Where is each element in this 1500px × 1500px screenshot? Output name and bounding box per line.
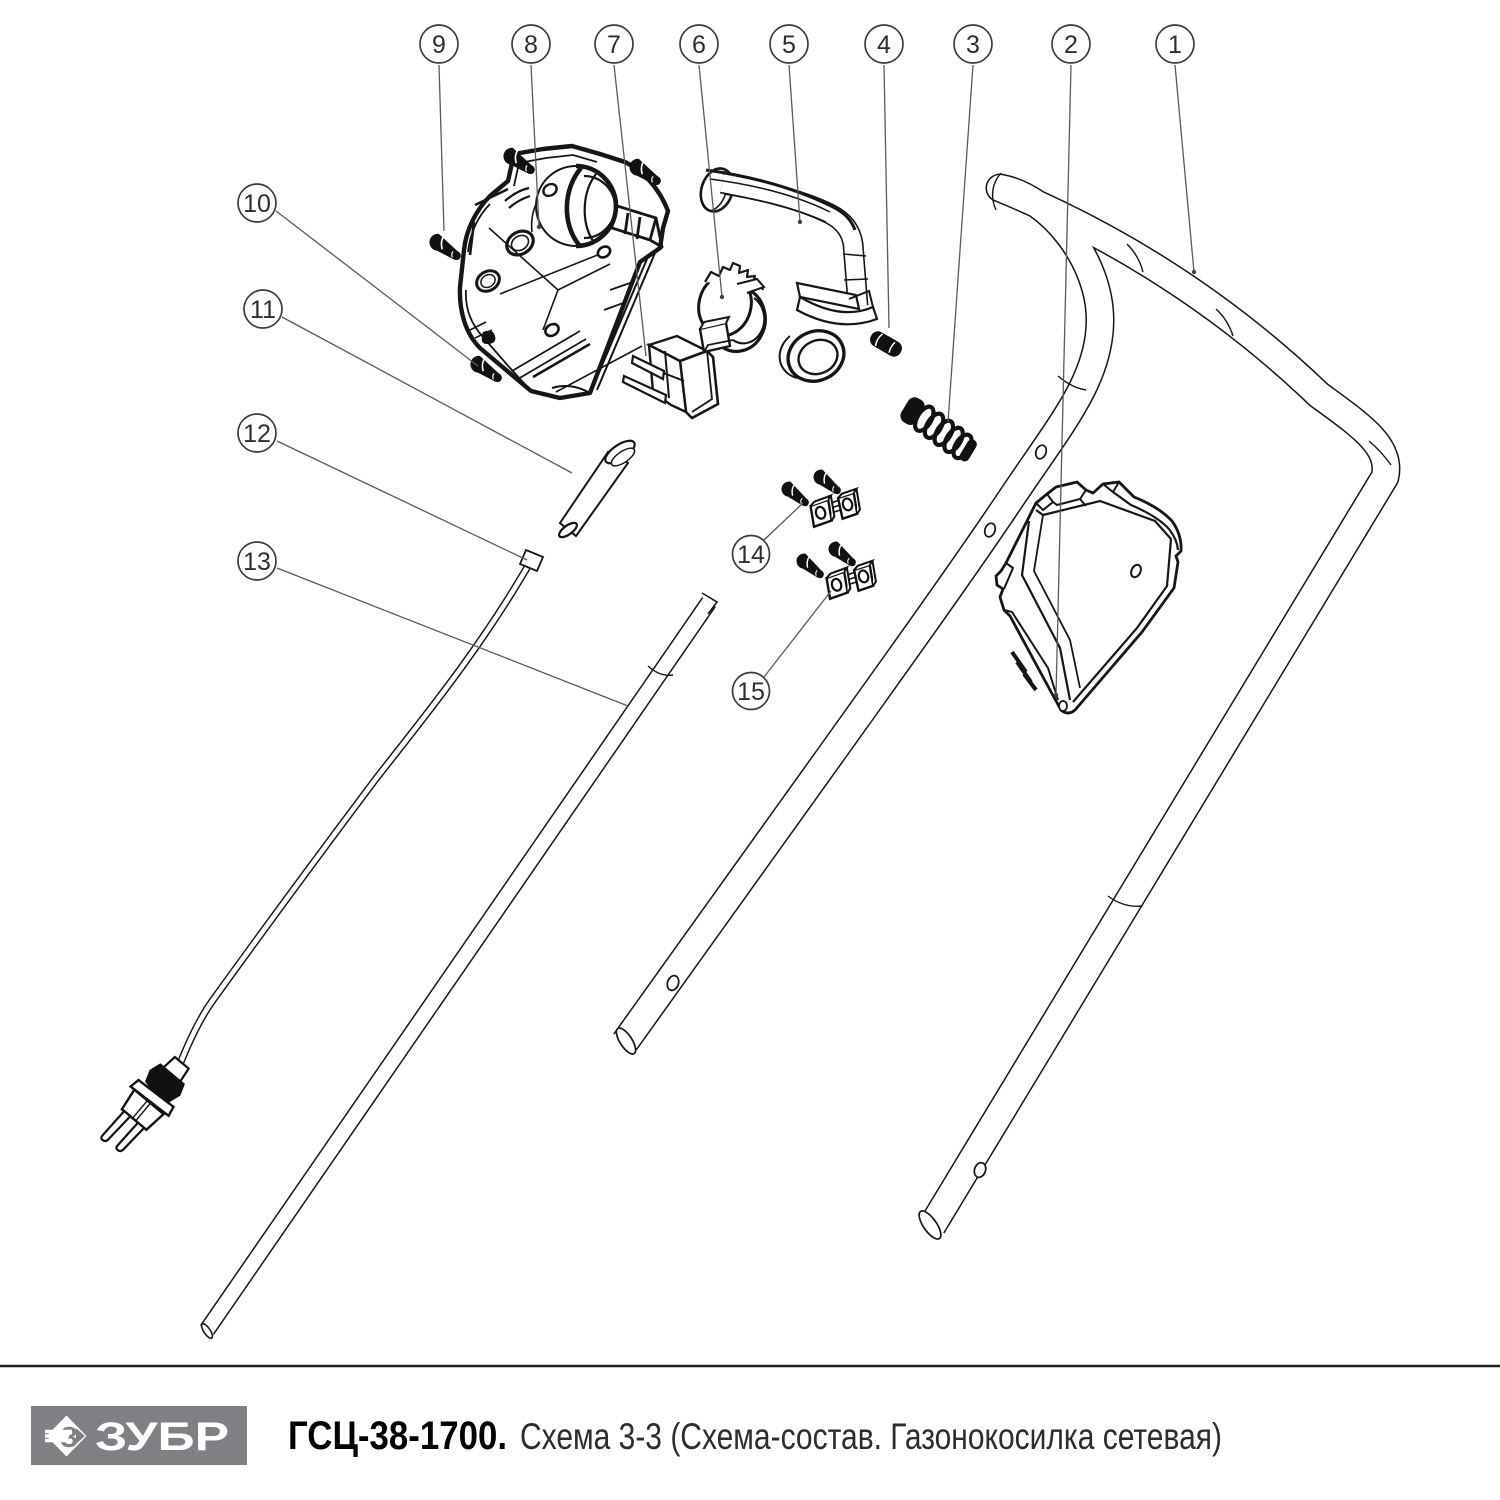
svg-text:5: 5 <box>782 31 796 59</box>
svg-text:13: 13 <box>243 548 271 576</box>
svg-text:8: 8 <box>524 31 538 59</box>
svg-text:10: 10 <box>243 190 271 218</box>
svg-text:3: 3 <box>966 31 980 59</box>
svg-text:15: 15 <box>737 678 765 706</box>
svg-text:2: 2 <box>1064 31 1078 59</box>
svg-text:7: 7 <box>607 31 621 59</box>
svg-text:11: 11 <box>250 296 276 324</box>
svg-text:З: З <box>60 1422 78 1454</box>
svg-text:14: 14 <box>737 541 765 569</box>
svg-text:ЗУБР: ЗУБР <box>95 1415 229 1459</box>
svg-text:Схема 3-3 (Схема-состав. Газон: Схема 3-3 (Схема-состав. Газонокосилка с… <box>520 1416 1222 1457</box>
svg-text:1: 1 <box>1168 31 1182 59</box>
svg-text:6: 6 <box>692 31 706 59</box>
svg-text:4: 4 <box>877 31 891 59</box>
svg-text:9: 9 <box>432 31 446 59</box>
svg-text:ГСЦ-38-1700.: ГСЦ-38-1700. <box>288 1414 507 1458</box>
svg-text:12: 12 <box>243 420 271 448</box>
